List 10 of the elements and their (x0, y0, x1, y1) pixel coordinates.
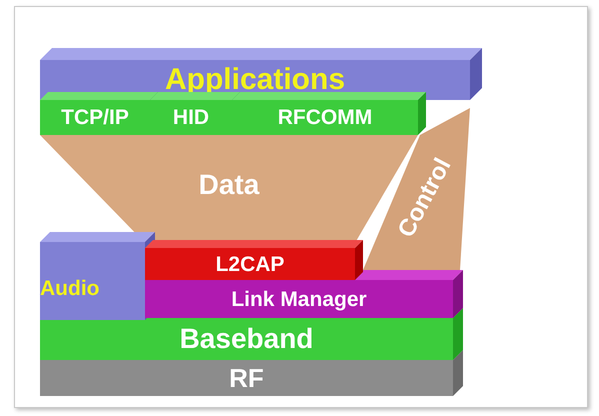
layer-label: RF (229, 365, 264, 391)
layer-label: Data (198, 171, 260, 199)
layer-label: Applications (164, 65, 345, 95)
layer-label: L2CAP (216, 254, 284, 274)
layer-label: Link Manager (231, 288, 367, 310)
layer-label: Baseband (180, 325, 314, 353)
layer-label: Audio (40, 278, 100, 298)
layer-label: HID (172, 107, 210, 128)
layer-label: TCP/IP (61, 107, 129, 128)
layer-label: RFCOMM (278, 107, 372, 128)
